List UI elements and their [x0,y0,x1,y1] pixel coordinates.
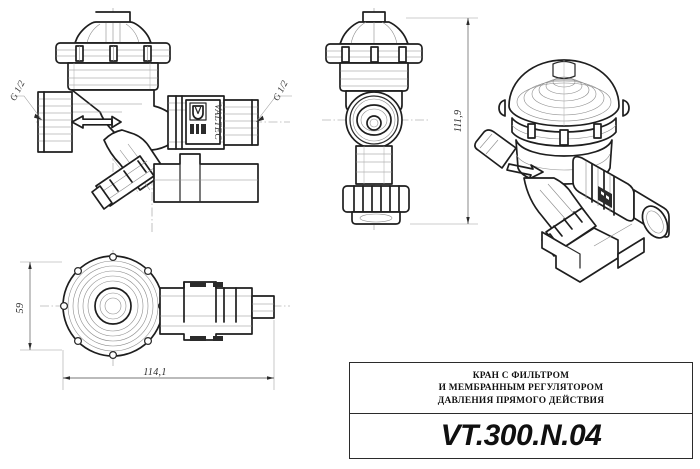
title-block-description: КРАН С ФИЛЬТРОМ И МЕМБРАННЫМ РЕГУЛЯТОРОМ… [350,363,692,414]
y-strainer-leg [91,129,167,210]
leader-thread-left: G 1/2 [9,79,43,121]
dimension-width: 114,1 [62,320,275,390]
right-outlet-port [223,99,259,146]
regulator-cartridge: VALTEC [167,95,225,150]
bonnet-skirt [67,62,159,91]
title-block-model: VT.300.N.04 [350,414,692,458]
top-plan-view: 59 114,1 [15,250,290,390]
plan-flange-tabs [59,252,167,360]
leader-label-right: G 1/2 [272,79,291,103]
description-line-1: КРАН С ФИЛЬТРОМ [472,370,570,381]
iso-key-bracket [541,223,645,283]
iso-bonnet-dome [498,59,630,127]
side-elevation-view: 111,9 [322,8,478,230]
dimension-depth: 59 [15,261,62,351]
model-number: VT.300.N.04 [440,419,602,452]
port-circles [345,91,403,149]
iso-flange [511,117,617,147]
title-block: КРАН С ФИЛЬТРОМ И МЕМБРАННЫМ РЕГУЛЯТОРОМ… [349,362,693,459]
iso-left-port [474,129,517,169]
dimension-depth-label: 59 [15,303,26,314]
valve-key-bracket [153,153,259,203]
iso-right-port [572,155,670,239]
isometric-3d-view [474,59,670,283]
bonnet-dome [55,11,171,64]
dimension-height-label: 111,9 [453,110,464,133]
description-line-3: ДАВЛЕНИЯ ПРЯМОГО ДЕЙСТВИЯ [437,395,605,406]
brand-text: VALTEC [212,104,222,141]
description-line-2: И МЕМБРАННЫМ РЕГУЛЯТОРОМ [438,383,604,394]
bonnet-tabs [75,45,152,62]
plan-dome-circles [59,252,167,360]
front-elevation-view: VALTEC G 1/ [9,8,292,232]
leader-thread-right: G 1/2 [255,79,292,123]
leader-label-left: G 1/2 [9,79,28,103]
dimension-height: 111,9 [406,17,478,225]
left-inlet-port [37,91,73,153]
dimension-width-label: 114,1 [143,367,166,378]
valtec-label-plate: VALTEC [185,99,222,145]
flow-direction-arrow [71,115,122,129]
plan-body [159,281,275,341]
